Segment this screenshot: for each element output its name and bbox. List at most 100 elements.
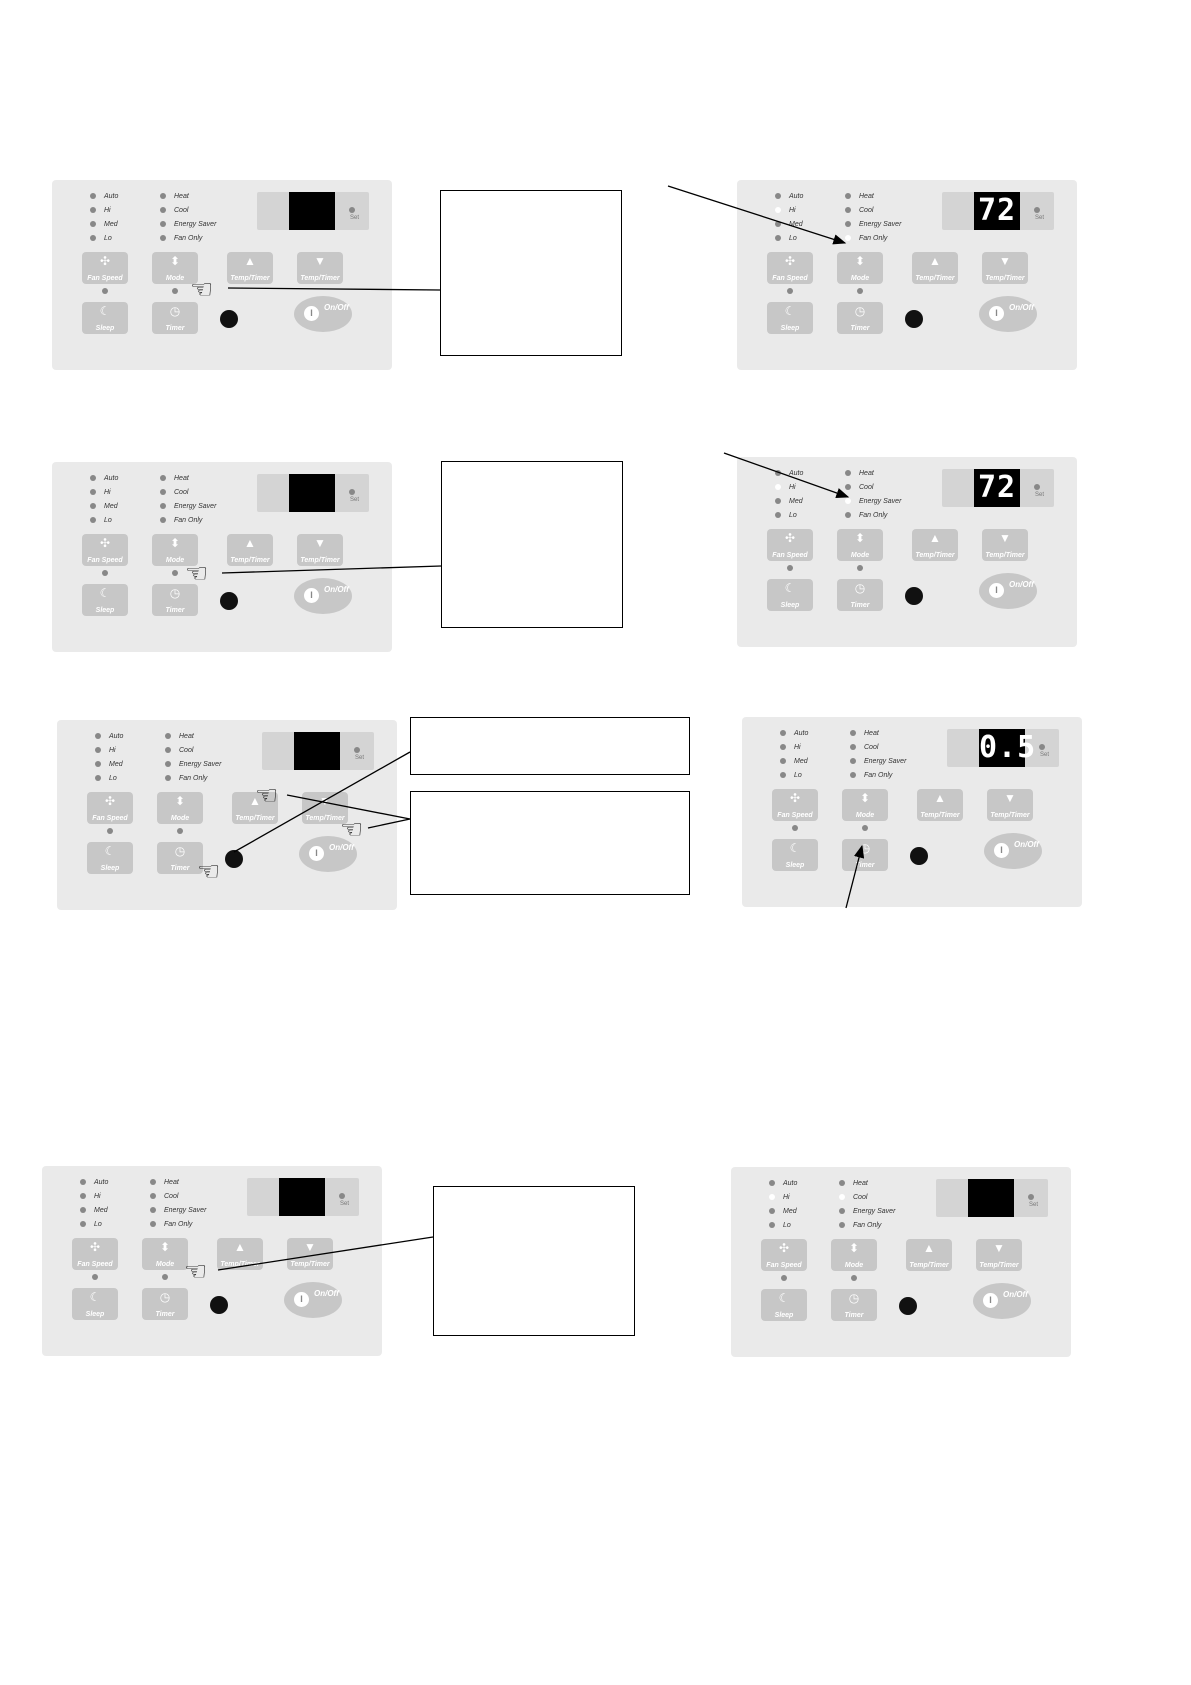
led-dot	[80, 1207, 86, 1213]
mode-led-heat: Heat	[845, 466, 874, 480]
led-label: Auto	[94, 1178, 109, 1186]
mode-led-heat: Heat	[160, 189, 189, 203]
led-dot	[95, 775, 101, 781]
button-label: On/Off	[1003, 1290, 1028, 1299]
display-screen	[279, 1178, 325, 1216]
mode-button[interactable]: ⬍Mode	[837, 529, 883, 561]
mode-led-fan-only: Fan Only	[839, 1218, 881, 1232]
led-label: Med	[789, 220, 803, 228]
up-down-arrows-icon: ⬍	[854, 254, 866, 268]
mode-button[interactable]: ⬍Mode	[152, 534, 198, 566]
fan-icon: ✣	[99, 254, 111, 268]
down-triangle-icon: ▼	[304, 1240, 316, 1254]
timer-button[interactable]: ◷Timer	[157, 842, 203, 874]
led-dot	[839, 1222, 845, 1228]
button-label: Sleep	[780, 602, 800, 609]
sleep-button[interactable]: ☾Sleep	[767, 302, 813, 334]
led-dot	[839, 1180, 845, 1186]
mode-button[interactable]: ⬍Mode	[837, 252, 883, 284]
set-indicator	[354, 747, 360, 753]
moon-icon: ☾	[99, 586, 111, 600]
fan-speed-button[interactable]: ✣Fan Speed	[767, 252, 813, 284]
status-dot	[781, 1275, 787, 1281]
button-label: Timer	[855, 862, 875, 869]
timer-button[interactable]: ◷Timer	[837, 579, 883, 611]
button-label: Sleep	[85, 1311, 105, 1318]
mode-led-cool: Cool	[845, 480, 873, 494]
sleep-button[interactable]: ☾Sleep	[82, 302, 128, 334]
temp-down-button[interactable]: ▼Temp/Timer	[297, 534, 343, 566]
led-label: Fan Only	[859, 511, 888, 519]
down-triangle-icon: ▼	[314, 254, 326, 268]
status-dot	[92, 1274, 98, 1280]
sleep-button[interactable]: ☾Sleep	[761, 1289, 807, 1321]
timer-button[interactable]: ◷Timer	[152, 302, 198, 334]
led-dot	[845, 512, 851, 518]
sleep-button[interactable]: ☾Sleep	[772, 839, 818, 871]
mode-button[interactable]: ⬍Mode	[142, 1238, 188, 1270]
temp-up-button[interactable]: ▲Temp/Timer	[917, 789, 963, 821]
led-dot	[769, 1222, 775, 1228]
indicator-light	[210, 1296, 228, 1314]
mode-button[interactable]: ⬍Mode	[842, 789, 888, 821]
temp-up-button[interactable]: ▲Temp/Timer	[912, 529, 958, 561]
mode-led-energy-saver: Energy Saver	[845, 494, 901, 508]
mode-button[interactable]: ⬍Mode	[831, 1239, 877, 1271]
timer-button[interactable]: ◷Timer	[142, 1288, 188, 1320]
temp-up-button[interactable]: ▲Temp/Timer	[227, 534, 273, 566]
led-label: Auto	[783, 1179, 798, 1187]
mode-led-heat: Heat	[839, 1176, 868, 1190]
fan-speed-button[interactable]: ✣Fan Speed	[82, 534, 128, 566]
button-label: Mode	[165, 275, 185, 282]
mode-button[interactable]: ⬍Mode	[152, 252, 198, 284]
temp-down-button[interactable]: ▼Temp/Timer	[297, 252, 343, 284]
fan-speed-button[interactable]: ✣Fan Speed	[772, 789, 818, 821]
mode-button[interactable]: ⬍Mode	[157, 792, 203, 824]
temp-up-button[interactable]: ▲Temp/Timer	[912, 252, 958, 284]
sleep-button[interactable]: ☾Sleep	[87, 842, 133, 874]
timer-button[interactable]: ◷Timer	[831, 1289, 877, 1321]
temp-down-button[interactable]: ▼Temp/Timer	[976, 1239, 1022, 1271]
temp-up-button[interactable]: ▲Temp/Timer	[906, 1239, 952, 1271]
temp-up-button[interactable]: ▲Temp/Timer	[217, 1238, 263, 1270]
timer-button[interactable]: ◷Timer	[837, 302, 883, 334]
fan-speed-button[interactable]: ✣Fan Speed	[82, 252, 128, 284]
temp-up-button[interactable]: ▲Temp/Timer	[232, 792, 278, 824]
fan-speed-button[interactable]: ✣Fan Speed	[72, 1238, 118, 1270]
button-label: On/Off	[324, 585, 349, 594]
sleep-button[interactable]: ☾Sleep	[72, 1288, 118, 1320]
temp-down-button[interactable]: ▼Temp/Timer	[982, 252, 1028, 284]
sleep-button[interactable]: ☾Sleep	[767, 579, 813, 611]
temp-down-button[interactable]: ▼Temp/Timer	[982, 529, 1028, 561]
button-label: Temp/Timer	[230, 557, 270, 564]
button-label: Fan Speed	[772, 275, 808, 282]
temp-up-button[interactable]: ▲Temp/Timer	[227, 252, 273, 284]
set-indicator	[339, 1193, 345, 1199]
display-screen	[968, 1179, 1014, 1217]
led-label: Cool	[864, 743, 879, 751]
button-label: Sleep	[95, 325, 115, 332]
led-label: Heat	[174, 474, 189, 482]
button-label: Timer	[850, 602, 870, 609]
sleep-button[interactable]: ☾Sleep	[82, 584, 128, 616]
timer-button[interactable]: ◷Timer	[842, 839, 888, 871]
led-label: Med	[104, 220, 118, 228]
moon-icon: ☾	[104, 844, 116, 858]
set-label: Set	[340, 1201, 350, 1207]
fan-speed-button[interactable]: ✣Fan Speed	[767, 529, 813, 561]
timer-button[interactable]: ◷Timer	[152, 584, 198, 616]
fan-led-med: Med	[775, 217, 803, 231]
fan-speed-button[interactable]: ✣Fan Speed	[87, 792, 133, 824]
clock-icon: ◷	[848, 1291, 860, 1305]
fan-speed-button[interactable]: ✣Fan Speed	[761, 1239, 807, 1271]
fan-led-hi: Hi	[769, 1190, 790, 1204]
temp-down-button[interactable]: ▼Temp/Timer	[987, 789, 1033, 821]
